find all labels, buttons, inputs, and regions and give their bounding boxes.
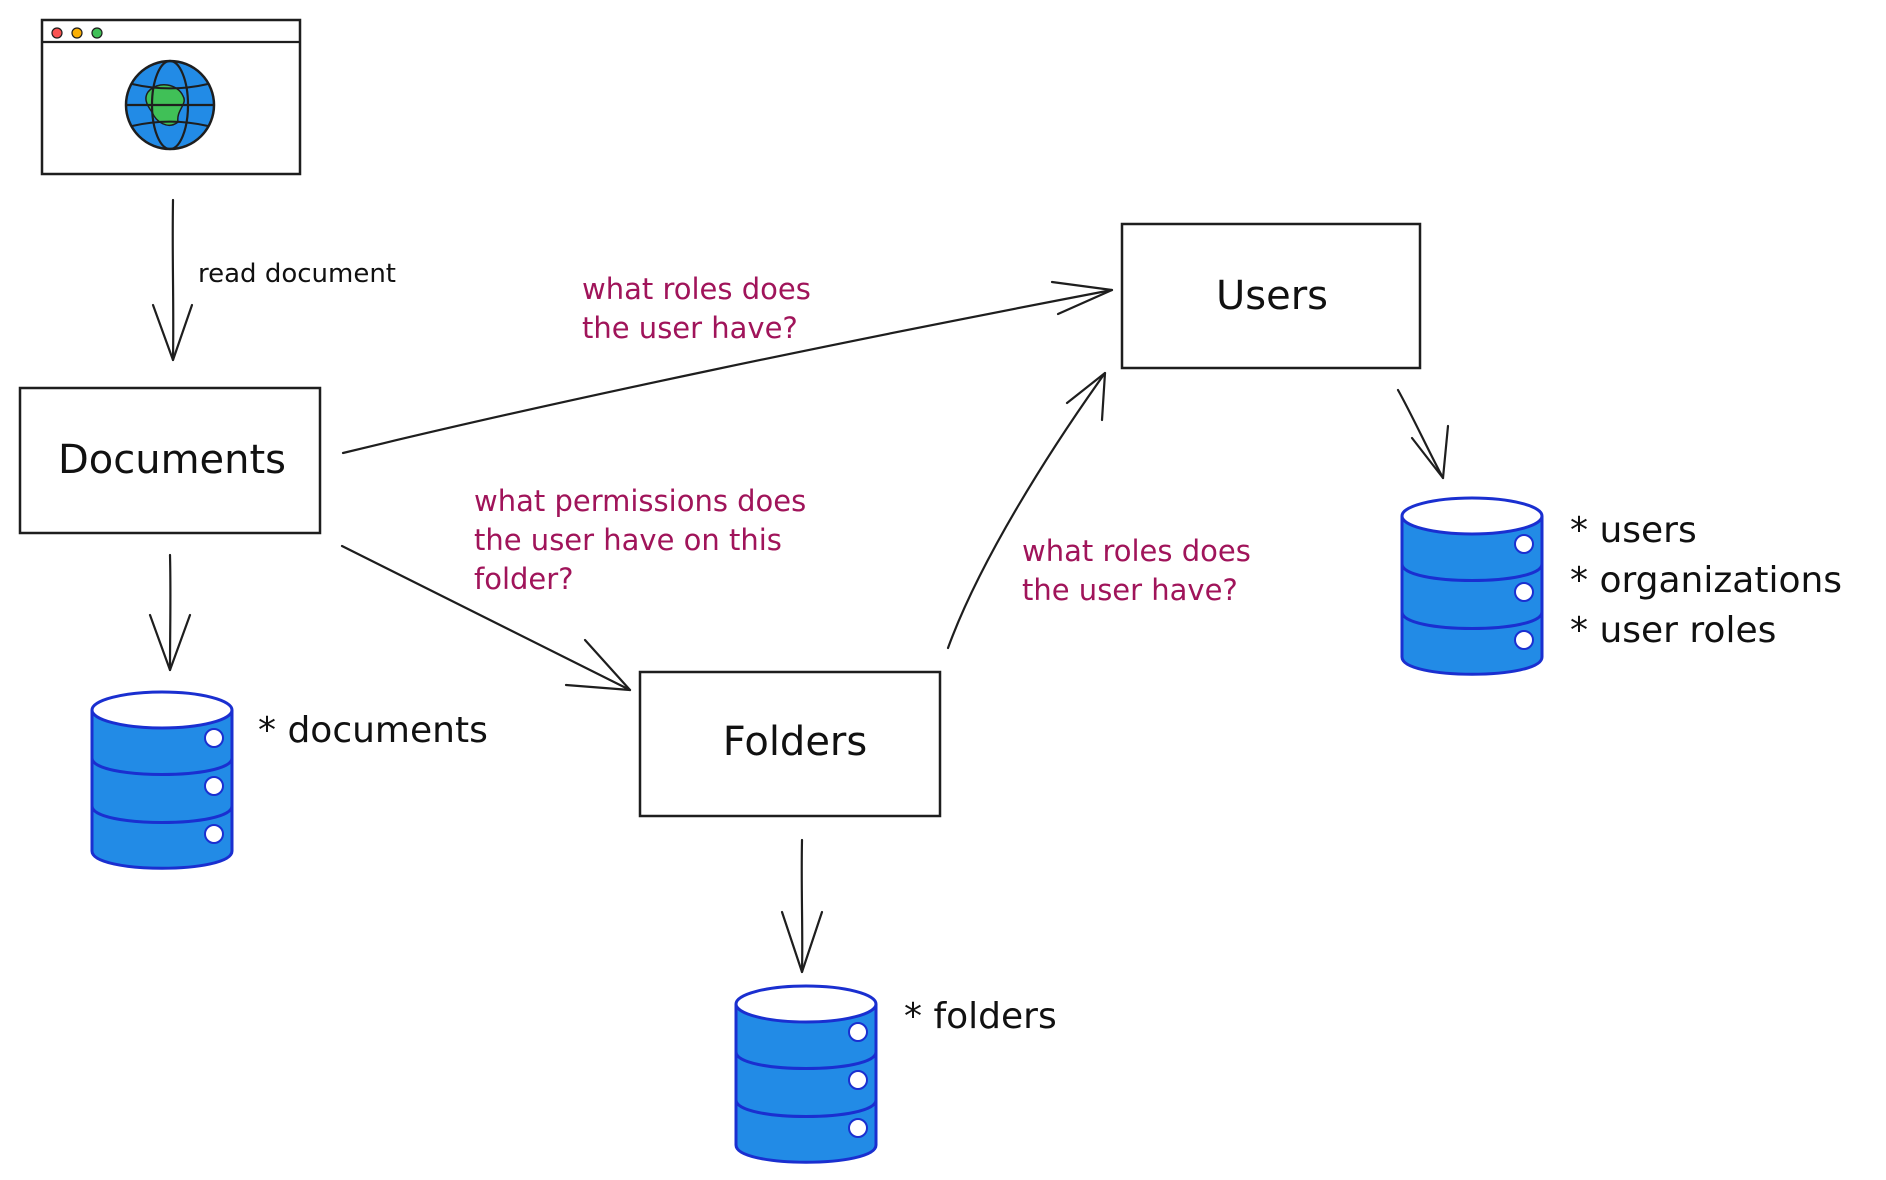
question-documents-to-users: what roles does the user have?: [582, 272, 820, 345]
node-folders: Folders: [638, 670, 942, 818]
window-maximize-dot: [91, 27, 103, 39]
edge-folders-to-folder-store: [780, 838, 824, 974]
question-folders-to-users: what roles does the user have?: [1022, 534, 1260, 607]
database-icon: [90, 690, 234, 870]
edge-documents-to-document-store: [148, 553, 192, 672]
node-label-folders: Folders: [723, 719, 867, 765]
globe-icon: [124, 59, 216, 151]
window-close-dot: [51, 27, 63, 39]
edge-folders-to-users: [946, 371, 1107, 650]
user-store: * users * organizations * user roles: [1400, 496, 1842, 676]
window-minimize-dot: [71, 27, 83, 39]
database-icon: [1400, 496, 1544, 676]
edge-documents-to-users: [341, 280, 1114, 455]
node-label-documents: Documents: [58, 437, 286, 483]
node-documents: Documents: [18, 386, 322, 535]
question-documents-to-folders: what permissions does the user have on t…: [474, 484, 815, 596]
edge-users-to-user-store: [1396, 388, 1450, 480]
store-item: * user roles: [1570, 610, 1776, 651]
edge-browser-to-documents: [151, 198, 194, 362]
store-item: * users: [1570, 510, 1697, 551]
document-store: * documents: [90, 690, 488, 870]
store-item: * folders: [904, 996, 1057, 1037]
edge-documents-to-folders: [340, 544, 632, 692]
store-item: * organizations: [1570, 560, 1842, 601]
browser-window-icon: [40, 18, 302, 176]
database-icon: [734, 984, 878, 1164]
store-item: * documents: [258, 710, 488, 751]
folder-store: * folders: [734, 984, 1057, 1164]
node-users: Users: [1120, 222, 1422, 370]
edge-label-read-document: read document: [198, 259, 396, 289]
node-label-users: Users: [1216, 273, 1328, 319]
